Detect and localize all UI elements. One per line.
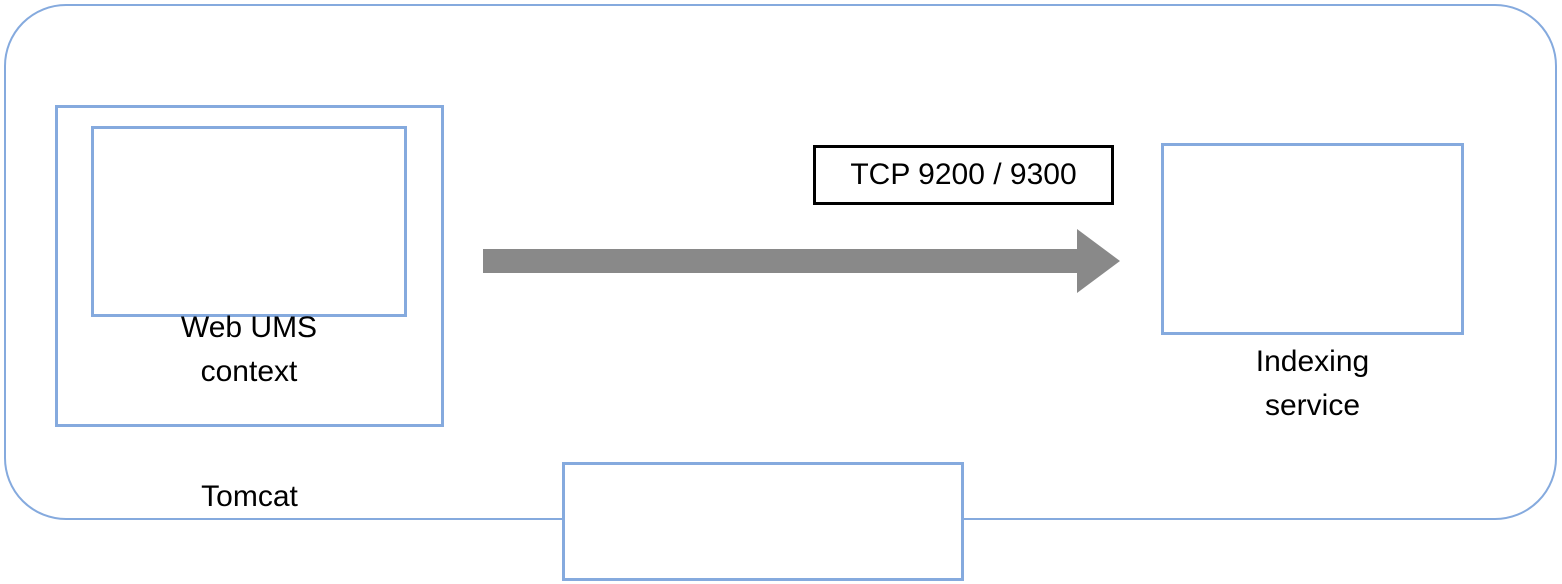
connector-label-tcp-ports-text: TCP 9200 / 9300 [850,158,1077,191]
arrow-right-icon [483,229,1120,293]
connector-label-tcp-ports[interactable]: TCP 9200 / 9300 [813,145,1114,205]
node-ums-server[interactable]: UMS Server [562,462,964,581]
node-indexing-service-label: Indexing service [1255,345,1370,422]
node-indexing-service[interactable]: Indexing service [1161,143,1464,422]
node-web-ums-context-label: Web UMS context [180,311,318,388]
node-web-ums-context[interactable]: Web UMS context [91,126,407,388]
node-tomcat-label: Tomcat [201,480,298,513]
connector-arrow-tomcat-to-indexing [483,229,1120,293]
